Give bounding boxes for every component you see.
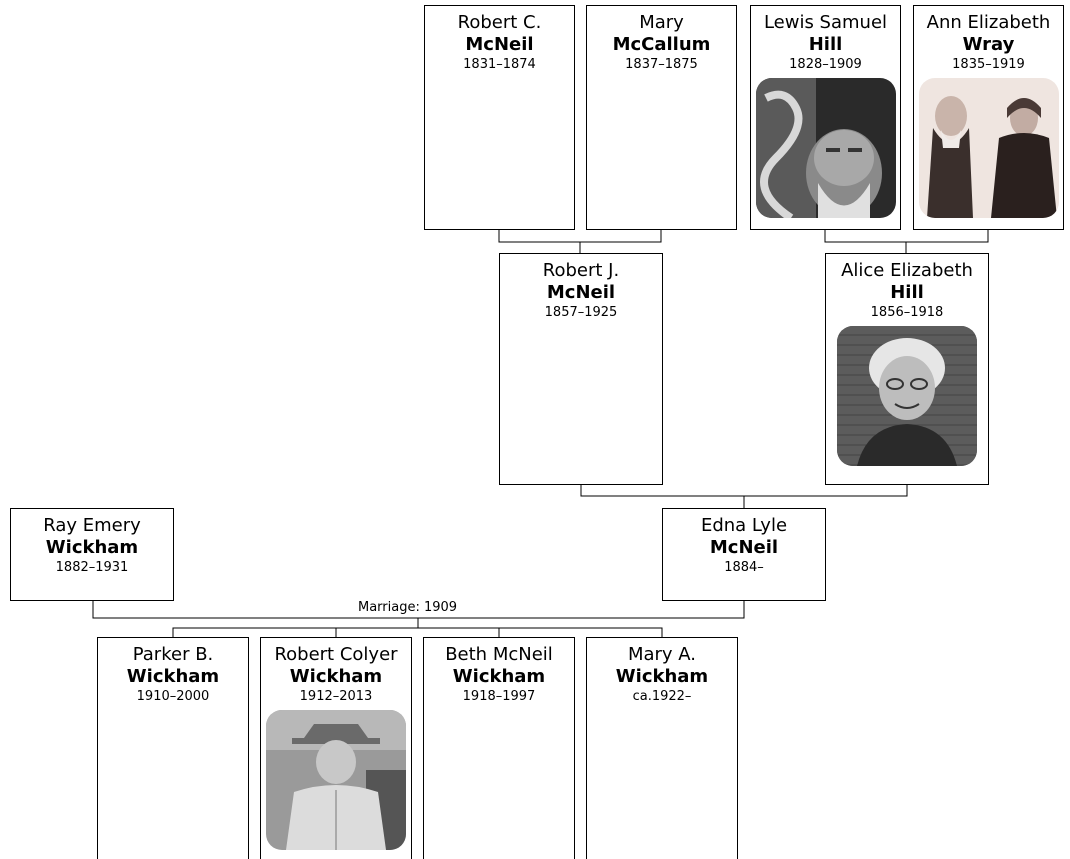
person-card-beth-mcneil-wickham[interactable]: Beth McNeil Wickham 1918–1997 — [423, 637, 575, 859]
life-dates: 1857–1925 — [544, 305, 618, 320]
connector-mcneil-grandparents — [498, 229, 662, 243]
person-card-alice-elizabeth-hill[interactable]: Alice Elizabeth Hill 1856–1918 — [825, 253, 989, 485]
life-dates: 1882–1931 — [55, 560, 129, 575]
person-card-parker-b-wickham[interactable]: Parker B. Wickham 1910–2000 — [97, 637, 249, 859]
surname: McNeil — [709, 537, 779, 558]
life-dates: 1918–1997 — [462, 689, 536, 704]
connector-mcneil-parents — [580, 484, 908, 497]
surname: Wickham — [126, 666, 220, 687]
connector-hill-grandparents — [824, 229, 989, 243]
life-dates: 1884– — [724, 560, 764, 575]
person-card-robert-j-mcneil[interactable]: Robert J. McNeil 1857–1925 — [499, 253, 663, 485]
surname: Wickham — [45, 537, 139, 558]
given-name: Robert C. — [457, 12, 542, 33]
surname: McCallum — [612, 34, 711, 55]
given-name: Ann Elizabeth — [926, 12, 1051, 33]
person-card-mary-a-wickham[interactable]: Mary A. Wickham ca.1922– — [586, 637, 738, 859]
life-dates: 1837–1875 — [625, 57, 698, 72]
person-card-robert-c-mcneil[interactable]: Robert C. McNeil 1831–1874 — [424, 5, 575, 230]
life-dates: 1831–1874 — [463, 57, 536, 72]
given-name: Parker B. — [132, 644, 214, 665]
given-name: Mary A. — [627, 644, 697, 665]
surname: Wray — [962, 34, 1015, 55]
given-name: Robert Colyer — [274, 644, 398, 665]
surname: Hill — [808, 34, 843, 55]
given-name: Beth McNeil — [445, 644, 553, 665]
surname: Hill — [890, 282, 924, 303]
portrait-photo[interactable] — [918, 78, 1059, 218]
person-card-robert-colyer-wickham[interactable]: Robert Colyer Wickham 1912–2013 — [260, 637, 412, 859]
person-card-lewis-samuel-hill[interactable]: Lewis Samuel Hill 1828–1909 — [750, 5, 901, 230]
life-dates: ca.1922– — [632, 689, 692, 704]
person-card-ray-emery-wickham[interactable]: Ray Emery Wickham 1882–1931 — [10, 508, 174, 601]
life-dates: 1910–2000 — [136, 689, 210, 704]
portrait-photo[interactable] — [266, 710, 406, 850]
surname: Wickham — [289, 666, 383, 687]
surname: Wickham — [452, 666, 546, 687]
surname: McNeil — [546, 282, 616, 303]
person-card-mary-mccallum[interactable]: Mary McCallum 1837–1875 — [586, 5, 737, 230]
portrait-photo[interactable] — [755, 78, 896, 218]
given-name: Alice Elizabeth — [841, 260, 973, 281]
connector-children-bar — [172, 627, 663, 637]
life-dates: 1828–1909 — [789, 57, 862, 72]
life-dates: 1912–2013 — [299, 689, 373, 704]
life-dates: 1835–1919 — [952, 57, 1025, 72]
marriage-label: Marriage: 1909 — [356, 600, 460, 615]
given-name: Ray Emery — [43, 515, 141, 536]
portrait-photo[interactable] — [837, 326, 977, 466]
person-card-edna-lyle-mcneil[interactable]: Edna Lyle McNeil 1884– — [662, 508, 826, 601]
surname: Wickham — [615, 666, 709, 687]
given-name: Edna Lyle — [700, 515, 788, 536]
person-card-ann-elizabeth-wray[interactable]: Ann Elizabeth Wray 1835–1919 — [913, 5, 1064, 230]
life-dates: 1856–1918 — [870, 305, 944, 320]
given-name: Robert J. — [542, 260, 620, 281]
given-name: Lewis Samuel — [763, 12, 888, 33]
given-name: Mary — [639, 12, 684, 33]
surname: McNeil — [465, 34, 534, 55]
